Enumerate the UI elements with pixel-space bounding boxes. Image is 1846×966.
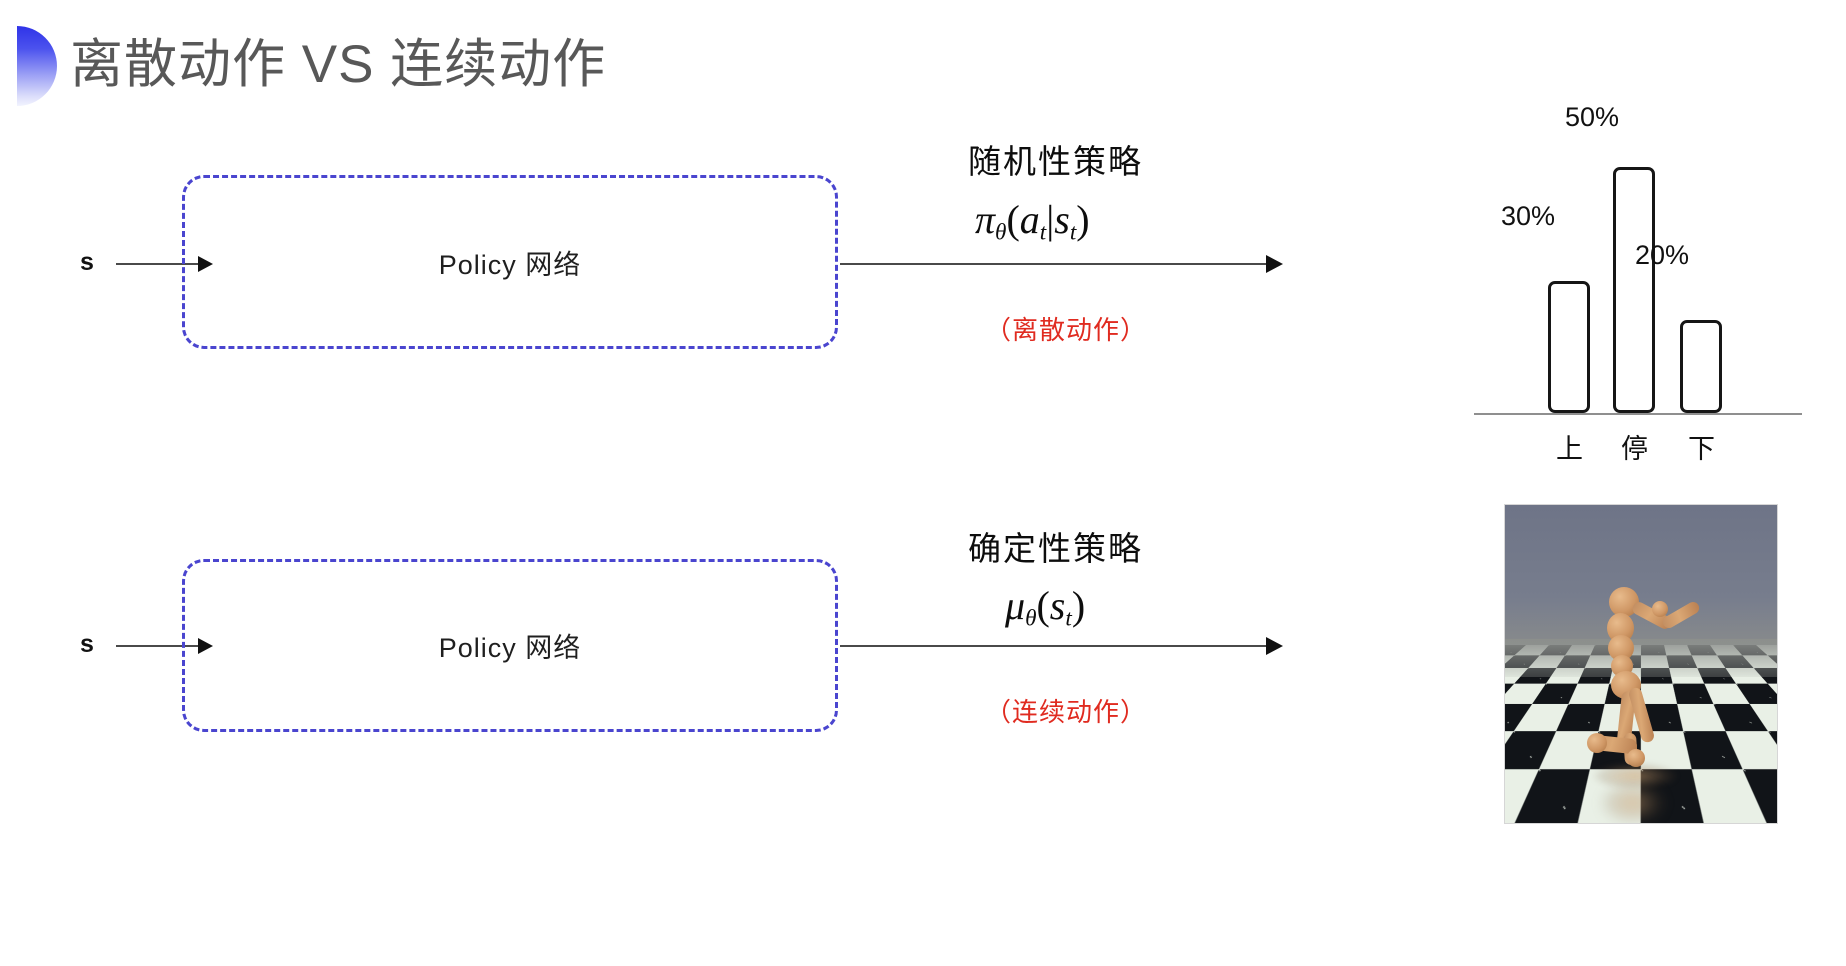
annotation-note-discrete: （离散动作） (985, 315, 1148, 345)
chart-axis-line (1474, 413, 1802, 415)
annotation-title-continuous: 确定性策略 (968, 530, 1143, 567)
floor-reflection-glow (1601, 783, 1665, 823)
section-discrete: s Policy 网络 随机性策略 πθ(at|st) （离散动作） 30% 5… (80, 95, 1820, 464)
bar-value-label: 20% (1635, 240, 1690, 270)
input-arrow-discrete (116, 256, 213, 272)
input-arrow-continuous (116, 638, 213, 654)
bar-category-label: 下 (1688, 434, 1715, 464)
policy-network-box-discrete[interactable]: Policy 网络 (182, 175, 838, 349)
annotation-formula-discrete: πθ(at|st) (975, 197, 1090, 246)
page-title: 离散动作 VS 连续动作 (70, 35, 607, 94)
bar-value-label: 50% (1565, 102, 1620, 132)
policy-network-label: Policy 网络 (438, 633, 582, 663)
policy-network-box-continuous[interactable]: Policy 网络 (182, 559, 838, 732)
bar-item (1613, 167, 1655, 413)
state-label-discrete: s (80, 248, 94, 276)
bar-category-label: 上 (1556, 434, 1583, 464)
output-arrow-continuous (840, 637, 1283, 655)
output-arrow-discrete (840, 255, 1283, 273)
bar-item (1548, 281, 1590, 413)
policy-network-label: Policy 网络 (438, 249, 582, 280)
annotation-formula-continuous: μθ(st) (1005, 583, 1086, 632)
humanoid-hand (1652, 601, 1668, 617)
bar-chart: 30% 50% 20% 上 停 下 (1460, 95, 1820, 464)
simulation-image (1505, 505, 1777, 823)
horizon-haze (1505, 638, 1777, 677)
bar-item (1680, 320, 1722, 413)
bar-value-label: 30% (1501, 201, 1556, 231)
section-continuous: s Policy 网络 确定性策略 μθ(st) （连续动作） (0, 470, 1846, 966)
bar-category-label: 停 (1621, 434, 1648, 464)
annotation-note-continuous: （连续动作） (985, 697, 1148, 727)
annotation-title-discrete: 随机性策略 (968, 143, 1143, 180)
sky-background (1505, 505, 1777, 655)
humanoid-ankle (1627, 749, 1645, 767)
state-label-continuous: s (80, 630, 94, 658)
humanoid-knee-back (1587, 733, 1607, 753)
